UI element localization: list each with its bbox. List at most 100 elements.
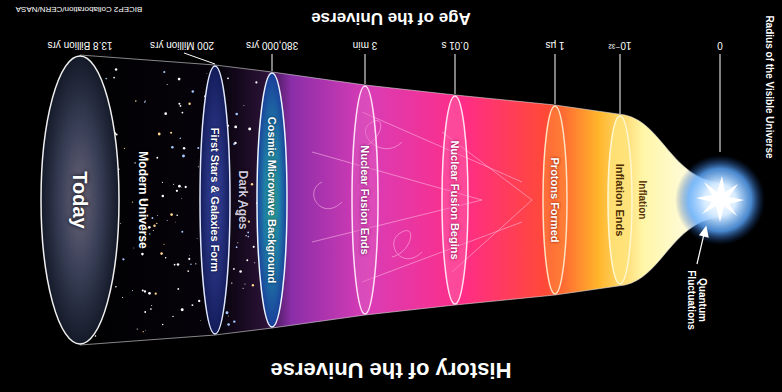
star-dot xyxy=(151,305,152,306)
ring-ellipse xyxy=(608,116,632,284)
star-dot xyxy=(137,329,138,330)
star-dot xyxy=(181,186,183,188)
star-dot xyxy=(176,214,178,216)
universe-cone xyxy=(80,55,720,345)
era-label: Today xyxy=(69,171,91,228)
star-dot xyxy=(156,157,158,159)
star-dot xyxy=(148,292,151,295)
star-dot xyxy=(252,284,254,286)
diagram-title: History of the Universe xyxy=(271,358,512,382)
star-dot xyxy=(144,290,146,292)
star-dot xyxy=(245,283,246,284)
star-dot xyxy=(190,264,191,265)
star-dot xyxy=(180,137,182,139)
era-label: Cosmic Microwave Background xyxy=(266,117,278,283)
star-dot xyxy=(142,290,144,292)
star-dot xyxy=(144,102,145,103)
star-dot xyxy=(160,252,163,255)
star-dot xyxy=(167,84,168,85)
star-dot xyxy=(236,246,238,248)
star-dot xyxy=(170,213,173,216)
axis-label: Age of the Universe xyxy=(311,9,471,28)
star-dot xyxy=(181,197,183,199)
star-dot xyxy=(124,148,125,149)
era-label: Inflation Ends xyxy=(614,164,626,237)
star-dot xyxy=(145,100,146,101)
axis-label: 0 xyxy=(717,40,723,51)
era-label: Nuclear Fusion Begins xyxy=(449,140,461,259)
star-dot xyxy=(165,257,167,259)
ring-ellipse xyxy=(442,96,468,304)
era-ring: First Stars & Galaxies Form xyxy=(199,65,231,335)
era-ring: Inflation Ends xyxy=(607,115,633,285)
era-label: Protons Formed xyxy=(549,158,561,243)
star-dot xyxy=(135,100,137,102)
star-dot xyxy=(246,259,248,261)
region-label: Quantum Fluctuations xyxy=(686,267,708,333)
star-dot xyxy=(122,258,124,260)
star-dot xyxy=(162,195,164,197)
star-dot xyxy=(183,147,185,149)
star-dot xyxy=(115,286,117,288)
big-bang-glow xyxy=(675,155,765,245)
star-dot xyxy=(134,162,135,163)
star-dot xyxy=(233,143,235,145)
era-label: Nuclear Fusion Ends xyxy=(359,145,371,254)
star-dot xyxy=(206,72,208,74)
star-dot xyxy=(187,270,189,272)
star-dot xyxy=(156,223,157,224)
star-dot xyxy=(198,166,199,167)
axis-label: 0.01 s xyxy=(441,40,468,51)
axis-label: 1 µs xyxy=(545,40,564,51)
region-label: Dark Ages xyxy=(235,171,248,230)
region-label: Inflation xyxy=(637,181,648,220)
star-dot xyxy=(185,186,187,188)
star-dot xyxy=(231,282,232,283)
star-dot xyxy=(164,112,167,115)
star-dot xyxy=(196,237,198,239)
ring-ellipse xyxy=(543,106,567,294)
star-dot xyxy=(132,290,133,291)
star-dot xyxy=(155,293,157,295)
star-dot xyxy=(150,308,152,310)
star-dot xyxy=(227,315,229,317)
star-dot xyxy=(197,147,199,149)
era-ring: Cosmic Microwave Background xyxy=(256,72,288,328)
star-dot xyxy=(175,221,177,223)
star-dot xyxy=(237,242,238,243)
star-dot xyxy=(233,268,235,270)
star-dot xyxy=(162,182,163,183)
star-dot xyxy=(122,297,123,298)
star-dot xyxy=(143,331,144,332)
star-dot xyxy=(243,288,244,289)
star-dot xyxy=(173,184,174,185)
axis-label: 200 Million yrs xyxy=(150,40,214,51)
star-dot xyxy=(180,105,182,107)
star-dot xyxy=(177,288,179,290)
star-dot xyxy=(239,270,242,273)
star-dot xyxy=(192,90,194,92)
star-dot xyxy=(176,190,178,192)
star-dot xyxy=(153,230,154,231)
star-dot xyxy=(247,231,249,233)
star-dot xyxy=(248,128,251,131)
star-dot xyxy=(162,324,164,326)
era-ring: Today xyxy=(40,55,120,345)
star-dot xyxy=(153,225,155,227)
era-ring: Protons Formed xyxy=(542,105,568,295)
star-dot xyxy=(170,132,172,134)
star-dot xyxy=(132,201,133,202)
era-ring: Nuclear Fusion Begins xyxy=(441,95,469,305)
star-dot xyxy=(235,113,238,116)
star-dot xyxy=(200,320,202,322)
star-dot xyxy=(163,71,165,73)
star-dot xyxy=(227,77,229,79)
star-dot xyxy=(113,77,115,79)
star-dot xyxy=(245,235,246,236)
axis-label: 13.8 Billion yrs xyxy=(47,40,112,51)
star-dot xyxy=(198,300,200,302)
star-dot xyxy=(188,258,190,260)
star-dot xyxy=(151,217,153,219)
